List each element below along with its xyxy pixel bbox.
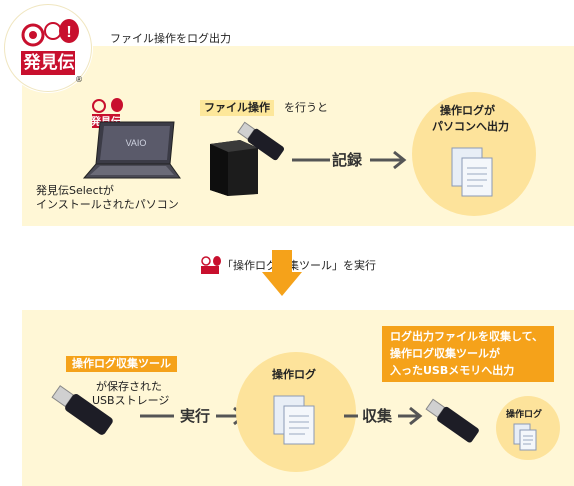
usb-output-icon (425, 398, 479, 443)
logo-badge-icon: ! 発見伝 ® (4, 4, 92, 92)
usb-storage-icon (51, 385, 113, 435)
arrow-right-icon (292, 150, 407, 170)
tool-tag: 操作ログ収集ツール (66, 356, 177, 372)
result-line2: パソコンへ出力 (432, 120, 509, 133)
arrow-collect-icon (344, 406, 423, 426)
middle-logo-icon (200, 256, 222, 274)
external-hdd-icon (210, 140, 258, 196)
small-log-label: 操作ログ (506, 410, 543, 420)
registered-mark: ® (75, 75, 83, 84)
arrow-label-collect: 収集 (362, 407, 393, 425)
arrow-label-execute: 実行 (180, 407, 211, 425)
callout-line2: 操作ログ収集ツールが (390, 347, 500, 360)
logo-text: 発見伝 (23, 53, 75, 73)
storage-line2: USBストレージ (92, 394, 170, 407)
result-line1: 操作ログが (440, 104, 495, 117)
laptop-icon: VAIO (82, 121, 181, 179)
storage-line1: が保存された (96, 380, 162, 393)
logo-badge-svg: ! (21, 19, 79, 75)
callout-box (382, 326, 554, 382)
log-label: 操作ログ (272, 368, 316, 381)
callout-line3: 入ったUSBメモリへ出力 (390, 364, 515, 377)
document-stack-icon (451, 147, 493, 197)
arrow-down-icon (262, 250, 302, 296)
svg-text:VAIO: VAIO (126, 138, 147, 148)
arrow-label-record: 記録 (332, 151, 363, 169)
file-op-highlight: ファイル操作 (200, 100, 274, 116)
svg-text:!: ! (66, 24, 71, 41)
middle-instruction: 「操作ログ収集ツール」を実行 (222, 259, 376, 272)
pc-caption-line1: 発見伝Selectが (36, 184, 114, 197)
log-document-stack-icon (273, 395, 315, 445)
page-title: ファイル操作をログ出力 (110, 32, 231, 45)
pc-caption-line2: インストールされたパソコン (36, 198, 179, 211)
callout-line1: ログ出力ファイルを収集して、 (390, 330, 544, 343)
usb-drive-icon (237, 121, 285, 161)
small-document-stack-icon (513, 423, 537, 451)
file-op-suffix: を行うと (284, 101, 328, 114)
